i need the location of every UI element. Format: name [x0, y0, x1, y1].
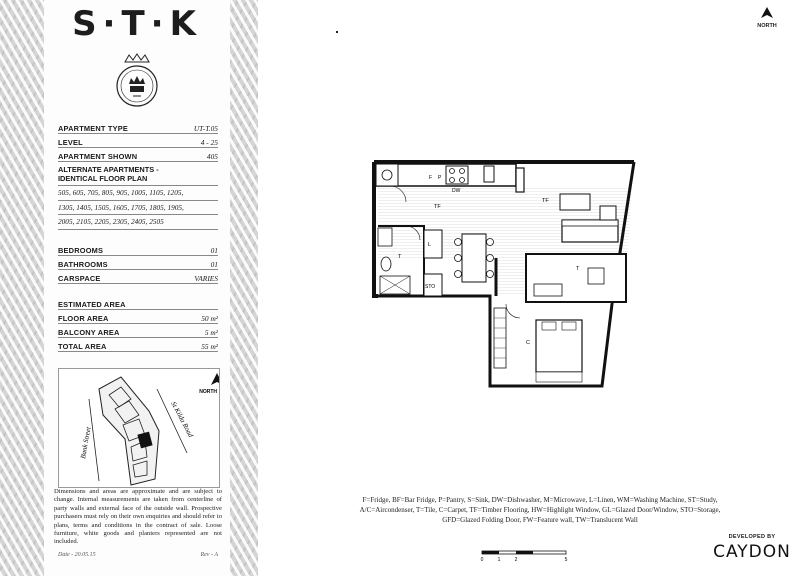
list-item: 505, 605, 705, 805, 905, 1005, 1105, 120…	[58, 186, 218, 201]
value: 01	[210, 245, 218, 255]
dishwasher-label: DW	[452, 188, 461, 194]
estimated-area-heading: ESTIMATED AREA	[58, 296, 218, 310]
value: 01	[210, 259, 218, 269]
value: 405	[206, 152, 218, 161]
north-indicator: NORTH	[752, 4, 782, 29]
legend-line: GFD=Glazed Folding Door, FW=Feature wall…	[442, 516, 638, 524]
linen-label: L	[428, 242, 431, 248]
street-label: St Kilda Road	[169, 400, 195, 439]
label: BATHROOMS	[58, 259, 108, 269]
developer-logo: CAYDON	[713, 542, 791, 562]
label: BALCONY AREA	[58, 327, 120, 337]
brand-logo: S·T·K	[72, 4, 202, 44]
fridge-label: F	[429, 175, 432, 181]
value: 5 m²	[204, 327, 218, 337]
revision: Rev - A	[200, 552, 218, 558]
spec-table: APARTMENT TYPE UT-T.05 LEVEL 4 - 25 APAR…	[58, 120, 218, 352]
spec-row-apartment-shown: APARTMENT SHOWN 405	[58, 148, 218, 162]
label: APARTMENT SHOWN	[58, 152, 138, 161]
label: FLOOR AREA	[58, 313, 109, 323]
disclaimer-text: Dimensions and areas are approximate and…	[54, 488, 222, 546]
scale-tick: 0	[481, 557, 484, 563]
decorative-pattern	[230, 0, 258, 576]
label: LEVEL	[58, 138, 83, 147]
value: VARIES	[194, 273, 218, 283]
spec-row-bedrooms: BEDROOMS 01	[58, 242, 218, 256]
scale-tick: 1	[498, 557, 501, 563]
label: ESTIMATED AREA	[58, 299, 126, 309]
developer-label: DEVELOPED BY	[728, 534, 776, 540]
tile-label: T	[576, 266, 580, 272]
floor-plan: F P DW TF TF T L STO T C	[372, 160, 636, 388]
developer-block: DEVELOPED BY CAYDON	[712, 534, 792, 562]
info-panel: S·T·K APARTMENT TYPE UT-T.05 LEVEL 4 - 2…	[0, 0, 258, 576]
spec-row-apartment-type: APARTMENT TYPE UT-T.05	[58, 120, 218, 134]
value: 4 - 25	[200, 138, 218, 147]
label: BEDROOMS	[58, 245, 104, 255]
scale-tick: 5	[565, 557, 568, 563]
abbreviation-legend: F=Fridge, BF=Bar Fridge, P=Pantry, S=Sin…	[300, 495, 780, 525]
list-item: 1305, 1405, 1505, 1605, 1705, 1805, 1905…	[58, 201, 218, 215]
spec-row-floor-area: FLOOR AREA 50 m²	[58, 310, 218, 324]
spec-row-balcony-area: BALCONY AREA 5 m²	[58, 324, 218, 338]
north-label: NORTH	[757, 23, 777, 29]
street-label: Bank Street	[79, 425, 93, 459]
label: TOTAL AREA	[58, 341, 107, 351]
alternate-apartments-list: 505, 605, 705, 805, 905, 1005, 1105, 120…	[58, 186, 218, 230]
carpet-label: C	[526, 340, 530, 346]
tile-label: T	[398, 254, 402, 260]
legend-line: F=Fridge, BF=Bar Fridge, P=Pantry, S=Sin…	[362, 496, 718, 504]
alternate-apartments-heading: ALTERNATE APARTMENTS - IDENTICAL FLOOR P…	[58, 162, 218, 186]
label: APARTMENT TYPE	[58, 124, 129, 133]
marker-dot	[336, 31, 338, 33]
site-key-plan: NORTH St Kilda Road Bank Street	[58, 368, 223, 488]
spec-row-level: LEVEL 4 - 25	[58, 134, 218, 148]
scale-tick: 2	[515, 557, 518, 563]
floor-label: TF	[434, 204, 441, 210]
crest-emblem	[116, 53, 158, 107]
floor-label: TF	[542, 198, 549, 204]
spec-card: S·T·K APARTMENT TYPE UT-T.05 LEVEL 4 - 2…	[44, 0, 230, 576]
issue-date: Date - 20.05.15	[58, 552, 96, 558]
north-label: NORTH	[199, 389, 217, 395]
legend-line: A/C=Aircondenser, T=Tile, C=Carpet, TF=T…	[359, 506, 721, 514]
key-plan-drawing: NORTH St Kilda Road Bank Street	[79, 373, 223, 486]
spec-row-carspace: CARSPACE VARIES	[58, 270, 218, 284]
value: 50 m²	[201, 313, 218, 323]
value: 55 m²	[201, 341, 218, 351]
pantry-label: P	[438, 175, 442, 181]
spec-row-total-area: TOTAL AREA 55 m²	[58, 338, 218, 352]
scale-bar: 0 1 2 5	[481, 550, 568, 563]
value: UT-T.05	[193, 124, 218, 133]
spec-row-bathrooms: BATHROOMS 01	[58, 256, 218, 270]
heading-line: IDENTICAL FLOOR PLAN	[58, 174, 148, 183]
north-arrow-icon	[761, 7, 773, 18]
decorative-pattern	[0, 0, 44, 576]
storage-label: STO	[425, 284, 435, 290]
panel-footer: Date - 20.05.15 Rev - A	[58, 552, 218, 558]
heading-line: ALTERNATE APARTMENTS -	[58, 165, 159, 174]
list-item: 2005, 2105, 2205, 2305, 2405, 2505	[58, 215, 218, 230]
label: CARSPACE	[58, 273, 101, 283]
